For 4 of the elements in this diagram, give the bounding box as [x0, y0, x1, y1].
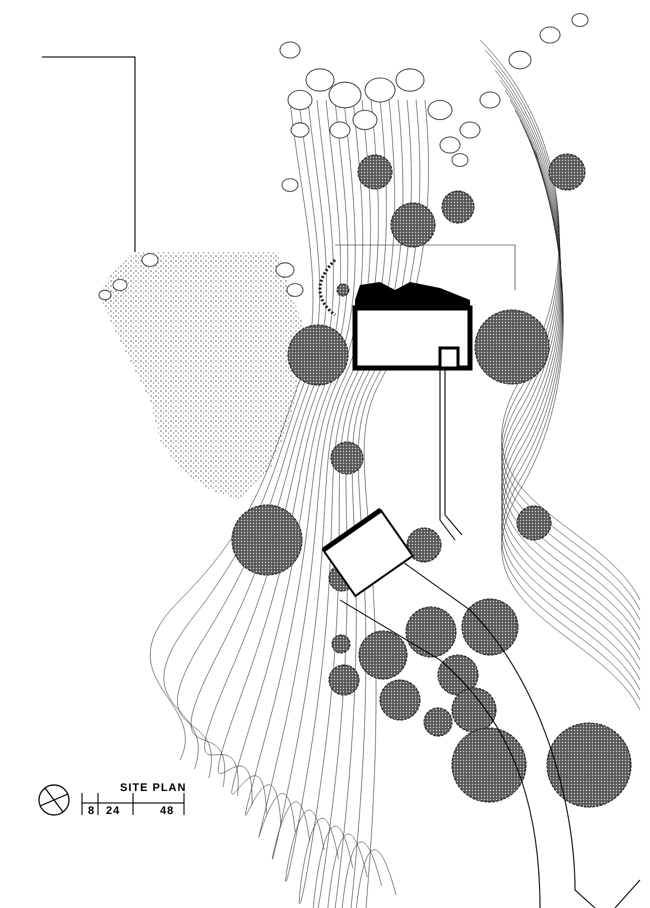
- title: SITE PLAN: [120, 782, 186, 794]
- scale-label: 48: [160, 805, 174, 817]
- scale-label: 8: [88, 805, 96, 817]
- scale-label: 24: [106, 805, 120, 817]
